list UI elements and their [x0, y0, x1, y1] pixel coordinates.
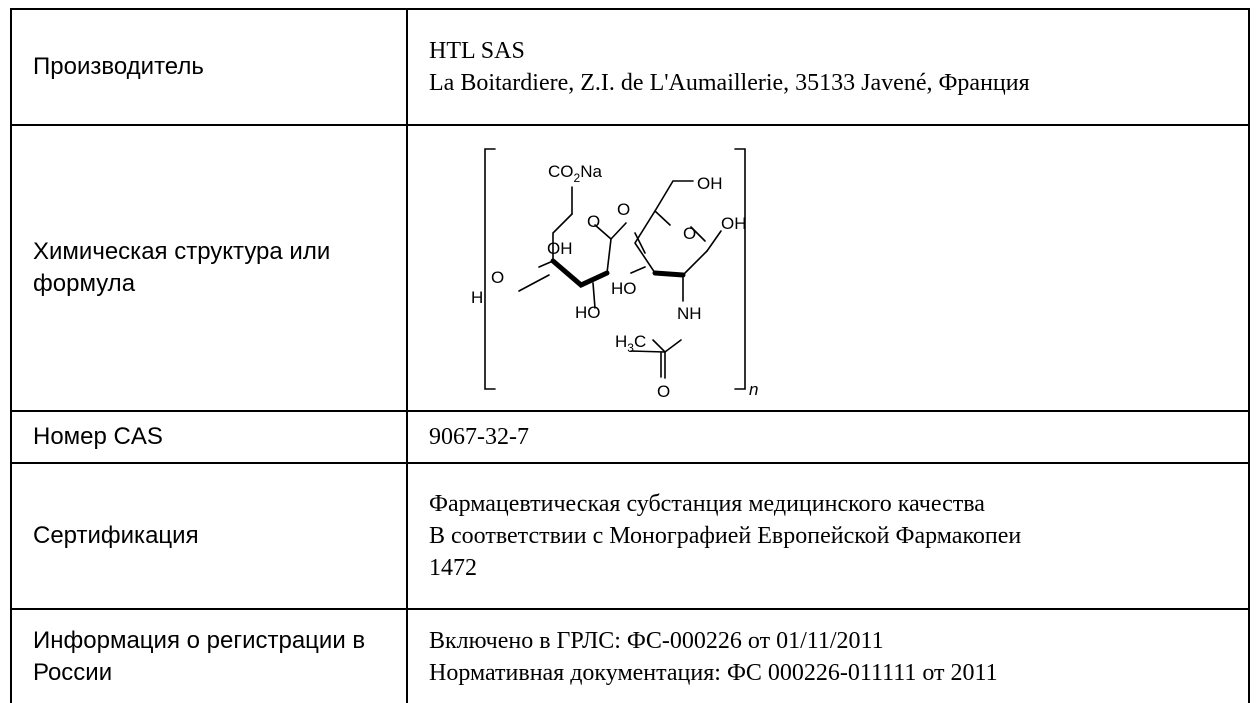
label-manufacturer: Производитель [10, 8, 408, 126]
table-row-structure: Химическая структура или формула [10, 124, 1250, 412]
value-cas: 9067-32-7 [406, 410, 1250, 464]
co2na-label: CO2Na [548, 162, 602, 185]
manufacturer-address: La Boitardiere, Z.I. de L'Aumaillerie, 3… [429, 70, 1030, 96]
value-certification: Фармацевтическая субстанция медицинского… [406, 462, 1250, 610]
ring-oxygen-1: O [587, 212, 600, 231]
hydroxyl-bottom: HO [575, 303, 601, 322]
certification-line-3: 1472 [429, 555, 477, 581]
chemical-structure-diagram: CO2Na O O OH O OH OH H O HO HO NH H3C O … [471, 148, 758, 401]
value-registration: Включено в ГРЛС: ФС-000226 от 01/11/2011… [406, 608, 1250, 703]
label-certification: Сертификация [10, 462, 408, 610]
cas-number: 9067-32-7 [429, 424, 529, 450]
hydroxyl-middle: HO [611, 279, 637, 298]
label-structure-text: Химическая структура или формула [33, 238, 331, 297]
label-registration: Информация о регистрации в России [10, 608, 408, 703]
table-row-registration: Информация о регистрации в России Включе… [10, 608, 1250, 703]
label-cas: Номер CAS [10, 410, 408, 464]
certification-line-1: Фармацевтическая субстанция медицинского… [429, 491, 985, 517]
ring-oxygen-2: O [683, 224, 696, 243]
registration-line-2: Нормативная документация: ФС 000226-0111… [429, 659, 998, 686]
carbonyl-oxygen: O [657, 382, 670, 401]
terminal-hydrogen: H [471, 288, 483, 307]
registration-line-1: Включено в ГРЛС: ФС-000226 от 01/11/2011 [429, 627, 884, 654]
table-row-manufacturer: Производитель HTL SAS La Boitardiere, Z.… [10, 8, 1250, 126]
hydroxyl-top: OH [697, 174, 723, 193]
methyl-label: H3C [615, 332, 646, 355]
value-manufacturer: HTL SAS La Boitardiere, Z.I. de L'Aumail… [406, 8, 1250, 126]
certification-line-2: В соответствии с Монографией Европейской… [429, 523, 1022, 549]
terminal-oxygen: O [491, 268, 504, 287]
label-structure: Химическая структура или формула [10, 124, 408, 412]
hydroxyl-left-ring: OH [547, 239, 573, 258]
bridge-oxygen: O [617, 200, 630, 219]
amine-nh: NH [677, 304, 702, 323]
product-spec-table: Производитель HTL SAS La Boitardiere, Z.… [10, 8, 1250, 703]
table-row-certification: Сертификация Фармацевтическая субстанция… [10, 462, 1250, 610]
manufacturer-name: HTL SAS [429, 38, 525, 64]
hydroxyl-right: OH [721, 214, 747, 233]
repeat-subscript-n: n [749, 380, 758, 399]
value-structure: CO2Na O O OH O OH OH H O HO HO NH H3C O … [406, 124, 1250, 412]
table-row-cas: Номер CAS 9067-32-7 [10, 410, 1250, 464]
